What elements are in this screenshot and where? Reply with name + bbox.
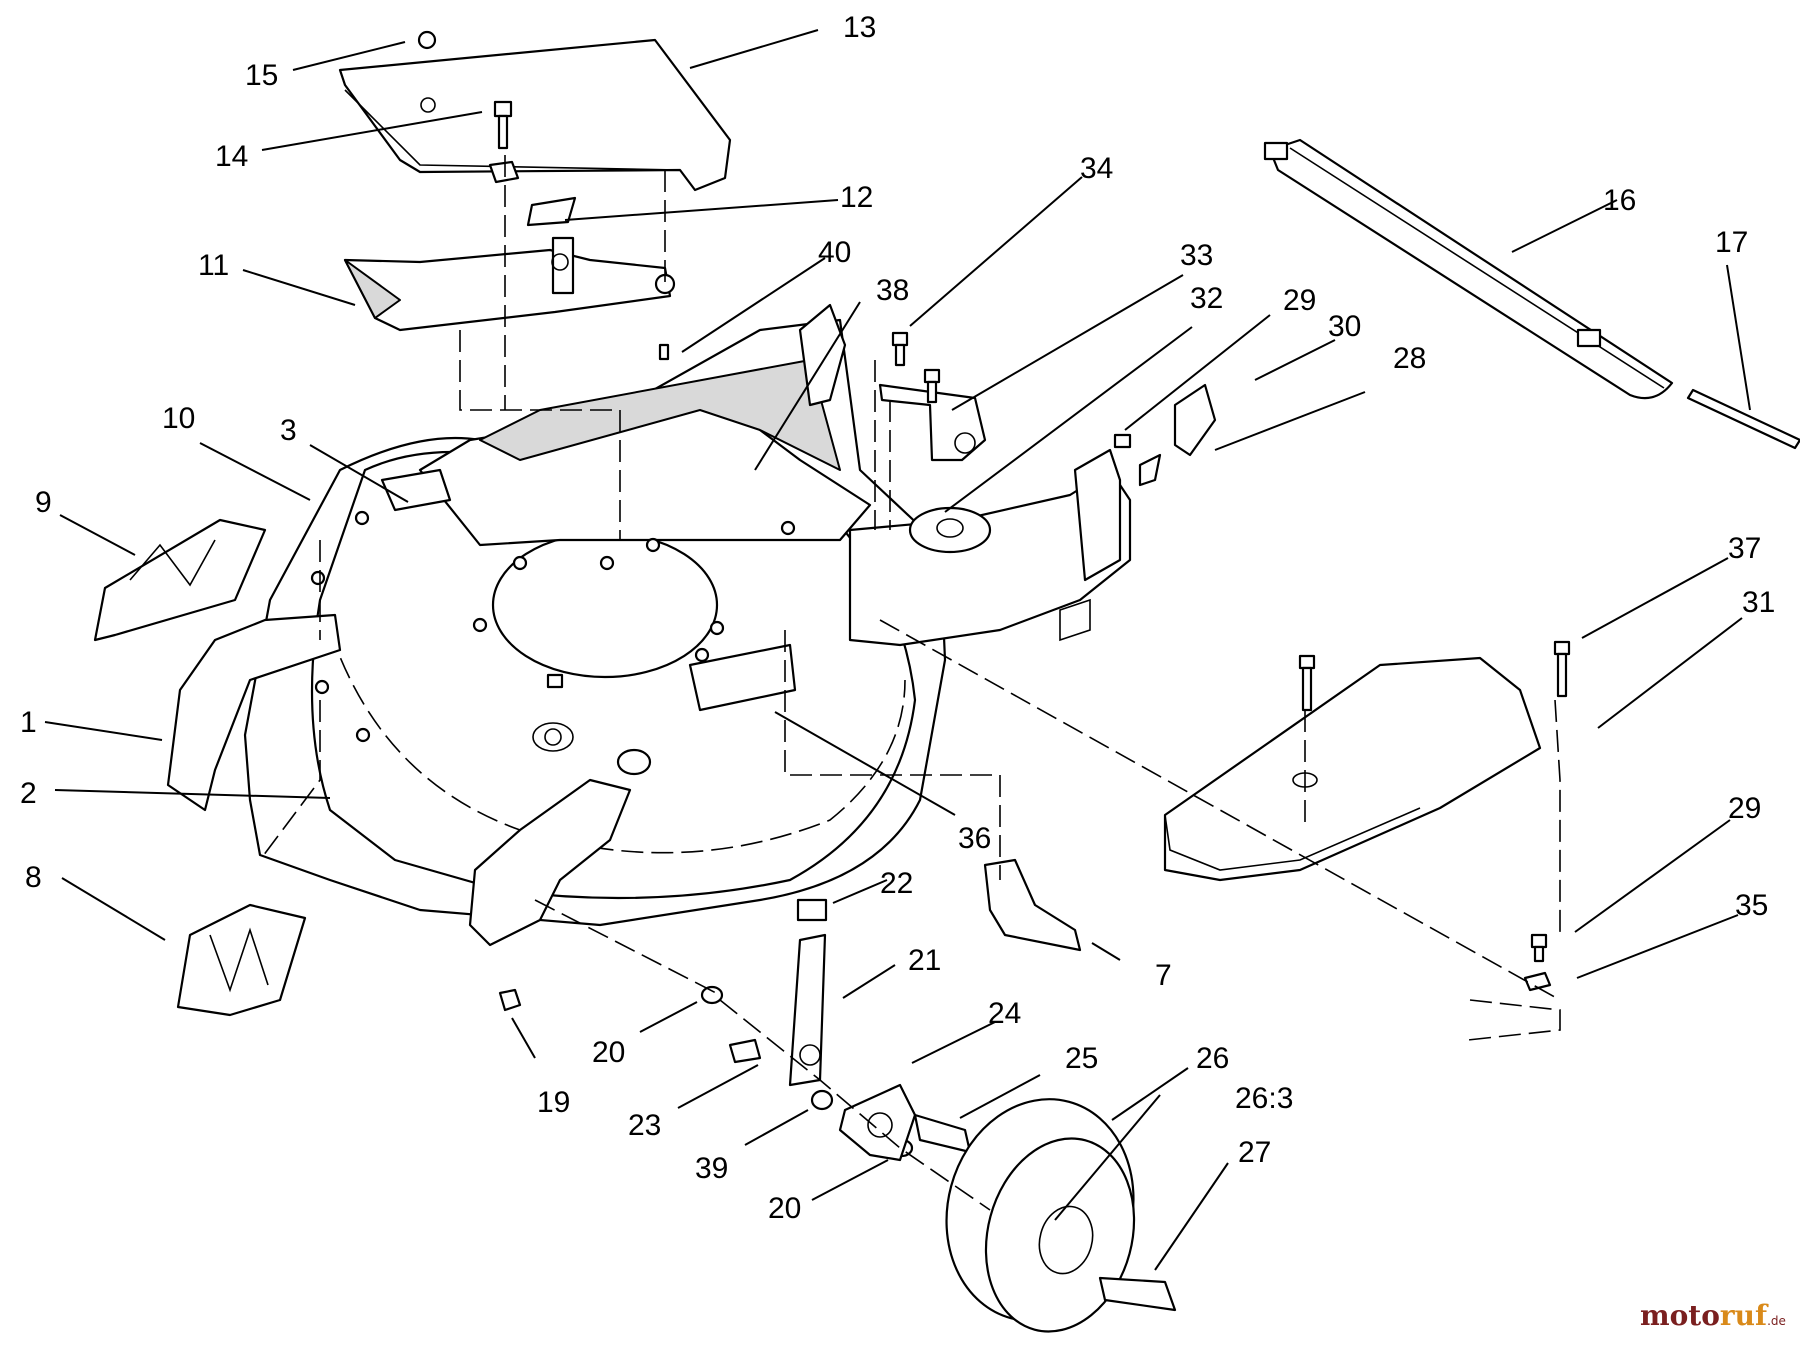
front-bumper-part	[166, 613, 342, 812]
side-shield-9-part	[93, 518, 267, 642]
callout-9: 9	[35, 486, 52, 519]
callout-7: 7	[1155, 959, 1172, 992]
callout-25: 25	[1065, 1042, 1098, 1075]
callout-1: 1	[20, 706, 37, 739]
callout-14: 14	[215, 140, 248, 173]
callout-34: 34	[1080, 152, 1113, 185]
height-adjuster-part	[728, 933, 972, 1162]
nut-15-part	[417, 30, 437, 50]
callout-21: 21	[908, 944, 941, 977]
rear-guard-part	[468, 778, 632, 947]
axle-bolt-27-part	[1098, 1276, 1177, 1312]
callout-30: 30	[1328, 310, 1361, 343]
handle-bracket-part	[1113, 383, 1217, 487]
callout-31: 31	[1742, 586, 1775, 619]
callout-37: 37	[1728, 532, 1761, 565]
callout-2: 2	[20, 777, 37, 810]
callout-26: 26	[1196, 1042, 1229, 1075]
deflector-bracket-part	[343, 196, 676, 361]
deck-plate-part	[1163, 640, 1571, 882]
bracket-7-part	[983, 858, 1082, 952]
callout-27: 27	[1238, 1136, 1271, 1169]
callout-8: 8	[25, 861, 42, 894]
callout-35: 35	[1735, 889, 1768, 922]
handle-crossbar-part	[1263, 138, 1800, 450]
callout-33: 33	[1180, 239, 1213, 272]
callout-28: 28	[1393, 342, 1426, 375]
callout-40: 40	[818, 236, 851, 269]
callout-26-3: 26:3	[1235, 1082, 1293, 1115]
svg-text:motoruf.de: motoruf.de	[1640, 1299, 1786, 1332]
callout-23: 23	[628, 1109, 661, 1142]
deflector-cover-part	[338, 30, 732, 192]
mower-deck-part	[243, 318, 947, 927]
engine-mount-part	[798, 303, 1132, 647]
callout-15: 15	[245, 59, 278, 92]
callout-17: 17	[1715, 226, 1748, 259]
wheel-part	[945, 1098, 1177, 1333]
callout-13: 13	[843, 11, 876, 44]
callout-16: 16	[1603, 184, 1636, 217]
callout-38: 38	[876, 274, 909, 307]
callout-20-upper: 20	[592, 1036, 625, 1069]
callout-32: 32	[1190, 282, 1223, 315]
callout-22: 22	[880, 867, 913, 900]
callout-29-bottom: 29	[1728, 792, 1761, 825]
callout-10: 10	[162, 402, 195, 435]
bolt-34-part	[891, 331, 941, 404]
callout-36: 36	[958, 822, 991, 855]
callout-12: 12	[840, 181, 873, 214]
side-shield-8-part	[176, 903, 307, 1017]
callout-39: 39	[695, 1152, 728, 1185]
callout-20-lower: 20	[768, 1192, 801, 1225]
callout-labels: 13 15 14 12 11 40 38 34 33 32 29 30 28 1…	[20, 11, 1775, 1225]
watermark-part1: moto	[1640, 1299, 1720, 1332]
bolt-14-part	[488, 100, 520, 184]
callout-29-top: 29	[1283, 284, 1316, 317]
callout-11: 11	[198, 249, 229, 282]
callout-24: 24	[988, 997, 1021, 1030]
assembly-guides	[259, 155, 1561, 1211]
callout-19: 19	[537, 1086, 570, 1119]
watermark-logo: motoruf.de	[1640, 1299, 1786, 1332]
watermark-suffix: .de	[1767, 1314, 1786, 1328]
watermark-part2: ruf	[1720, 1299, 1769, 1332]
callout-3: 3	[280, 414, 297, 447]
leader-lines	[44, 29, 1751, 1271]
